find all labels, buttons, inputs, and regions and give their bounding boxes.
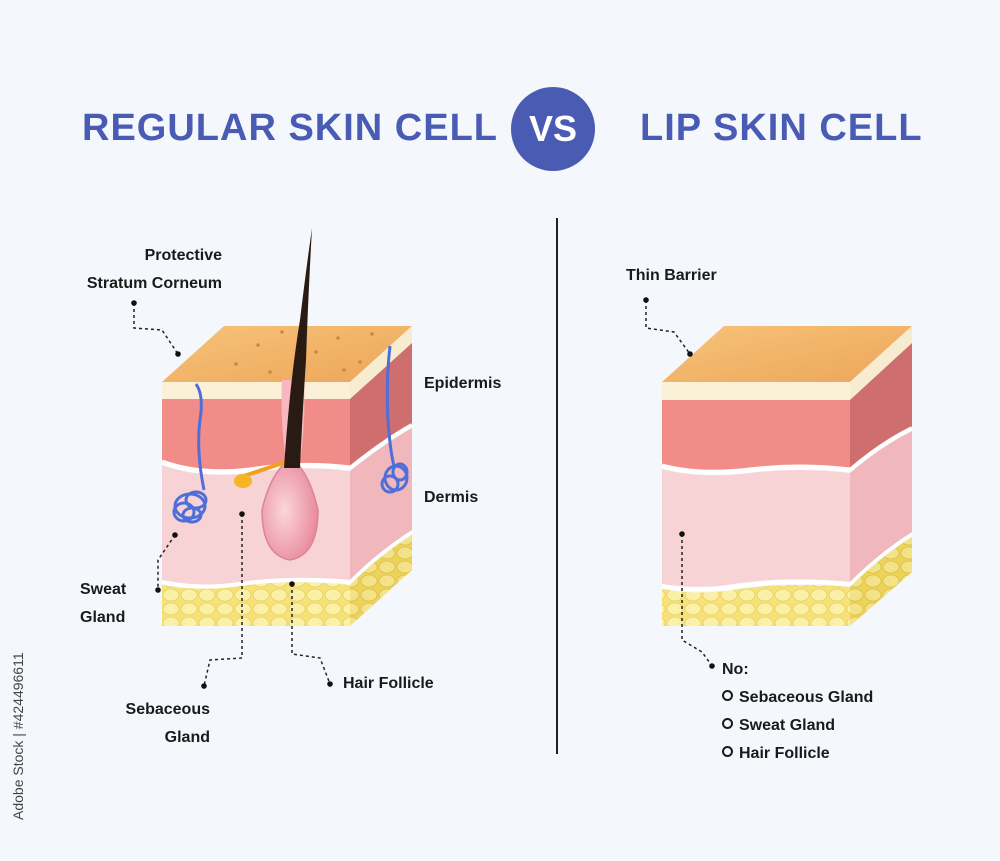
- hair-shaft: [284, 228, 312, 468]
- thin-barrier-top: [662, 326, 912, 382]
- title-regular-skin-cell: REGULAR SKIN CELL: [82, 107, 498, 149]
- label-sweat-line1: Sweat: [80, 581, 127, 598]
- right-connectors: [645, 300, 713, 667]
- left-connectors: [133, 303, 331, 687]
- stratum-corneum-top: [162, 326, 412, 382]
- center-divider: [556, 218, 558, 754]
- sweat-gland-right: [380, 345, 409, 494]
- label-hair-follicle: Hair Follicle: [343, 675, 434, 692]
- stock-watermark: Adobe Stock | #424496611: [10, 652, 26, 820]
- list-item-text: Sebaceous Gland: [739, 689, 874, 706]
- bullet-icon: [722, 690, 733, 701]
- list-item: Sweat Gland: [722, 712, 873, 740]
- list-item: Sebaceous Gland: [722, 684, 873, 712]
- bullet-icon: [722, 746, 733, 757]
- label-no: No:: [722, 661, 749, 678]
- right-connector-dots: [643, 297, 715, 669]
- sebaceous-gland: [234, 460, 287, 488]
- label-sweat-line2: Gland: [80, 609, 126, 626]
- list-item: Hair Follicle: [722, 740, 873, 768]
- absent-structures-list: No: Sebaceous Gland Sweat Gland Hair Fol…: [722, 656, 873, 768]
- label-sweat-gland: Sweat Gland: [80, 576, 126, 632]
- label-protective-line1: Protective: [144, 247, 222, 264]
- left-connector-dots: [131, 300, 333, 689]
- label-sebaceous-line2: Gland: [164, 729, 210, 746]
- label-thin-barrier: Thin Barrier: [626, 267, 717, 284]
- regular-skin-block: [161, 228, 413, 626]
- label-dermis: Dermis: [424, 489, 479, 506]
- list-item-text: Sweat Gland: [739, 717, 836, 734]
- label-sebaceous-gland: Sebaceous Gland: [110, 696, 210, 752]
- vs-badge: VS: [511, 87, 595, 171]
- label-protective-stratum-corneum: Protective Stratum Corneum: [60, 242, 222, 298]
- title-lip-skin-cell: LIP SKIN CELL: [640, 107, 923, 149]
- lip-skin-block: [661, 326, 913, 626]
- list-item-text: Hair Follicle: [739, 745, 830, 762]
- bullet-icon: [722, 718, 733, 729]
- label-sebaceous-line1: Sebaceous: [125, 701, 210, 718]
- sweat-gland-left: [172, 383, 208, 524]
- label-epidermis: Epidermis: [424, 375, 502, 392]
- label-protective-line2: Stratum Corneum: [86, 275, 222, 292]
